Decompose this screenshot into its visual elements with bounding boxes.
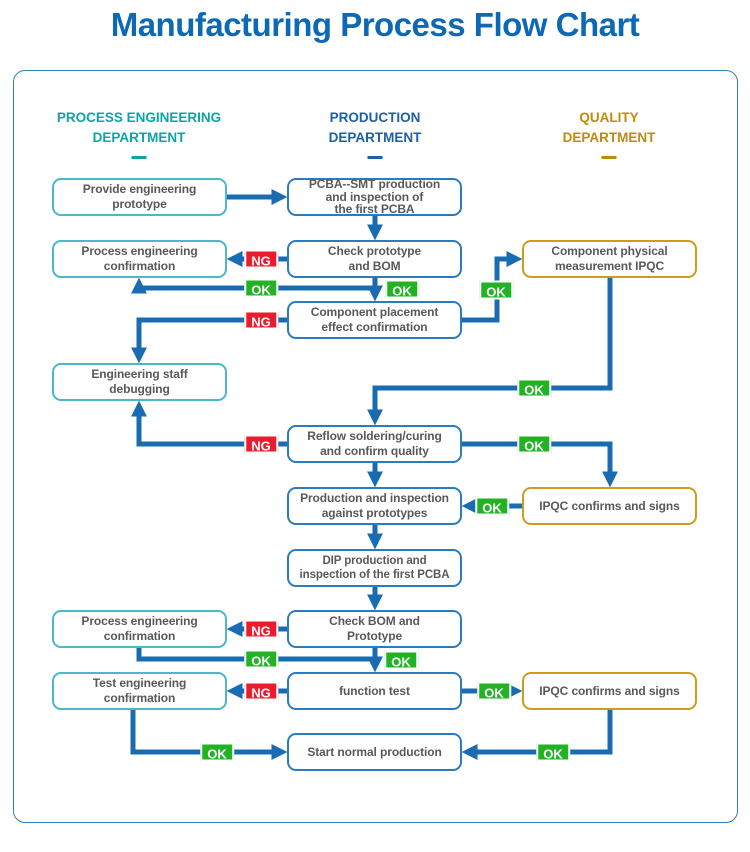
node-process-engineering-confirmation-2: Process engineering confirmation	[52, 610, 227, 648]
column-header-process-engineering: PROCESS ENGINEERING DEPARTMENT	[56, 110, 222, 146]
ok-badge: OK	[244, 649, 278, 669]
column-header-quality: QUALITY DEPARTMENT	[562, 110, 656, 146]
node-test-engineering-confirmation: Test engineering confirmation	[52, 672, 227, 710]
header-underline-quality	[601, 156, 617, 159]
node-engineering-staff-debugging: Engineering staff debugging	[52, 363, 227, 401]
node-ipqc-confirms-and-signs-2: IPQC confirms and signs	[522, 672, 697, 710]
ng-badge: NG	[244, 249, 278, 269]
node-pcba-smt-first-inspection: PCBA--SMT production and inspection of t…	[287, 178, 462, 216]
header-underline-process	[131, 156, 147, 159]
ok-badge: OK	[200, 742, 234, 762]
node-component-physical-measurement-ipqc: Component physical measurement IPQC	[522, 240, 697, 278]
ok-badge: OK	[479, 280, 513, 300]
ok-badge: OK	[517, 434, 551, 454]
ng-badge: NG	[244, 310, 278, 330]
ng-badge: NG	[244, 434, 278, 454]
node-ipqc-confirms-and-signs-1: IPQC confirms and signs	[522, 487, 697, 525]
ok-badge: OK	[475, 496, 509, 516]
ng-badge: NG	[244, 681, 278, 701]
node-provide-engineering-prototype: Provide engineering prototype	[52, 178, 227, 216]
node-production-inspection-against-prototypes: Production and inspection against protot…	[287, 487, 462, 525]
ok-badge: OK	[517, 378, 551, 398]
node-function-test: function test	[287, 672, 462, 710]
node-reflow-soldering-confirm-quality: Reflow soldering/curing and confirm qual…	[287, 425, 462, 463]
node-process-engineering-confirmation-1: Process engineering confirmation	[52, 240, 227, 278]
ok-badge: OK	[244, 278, 278, 298]
node-dip-production-first-pcba: DIP production and inspection of the fir…	[287, 549, 462, 587]
ok-badge: OK	[536, 742, 570, 762]
node-check-bom-and-prototype: Check BOM and Prototype	[287, 610, 462, 648]
page-title: Manufacturing Process Flow Chart	[110, 6, 640, 43]
ok-badge: OK	[477, 681, 511, 701]
node-start-normal-production: Start normal production	[287, 733, 462, 771]
ok-badge: OK	[384, 650, 418, 670]
ok-badge: OK	[385, 279, 419, 299]
header-underline-production	[367, 156, 383, 159]
node-component-placement-confirmation: Component placement effect confirmation	[287, 301, 462, 339]
column-header-production: PRODUCTION DEPARTMENT	[328, 110, 422, 146]
node-check-prototype-and-bom: Check prototype and BOM	[287, 240, 462, 278]
ng-badge: NG	[244, 619, 278, 639]
